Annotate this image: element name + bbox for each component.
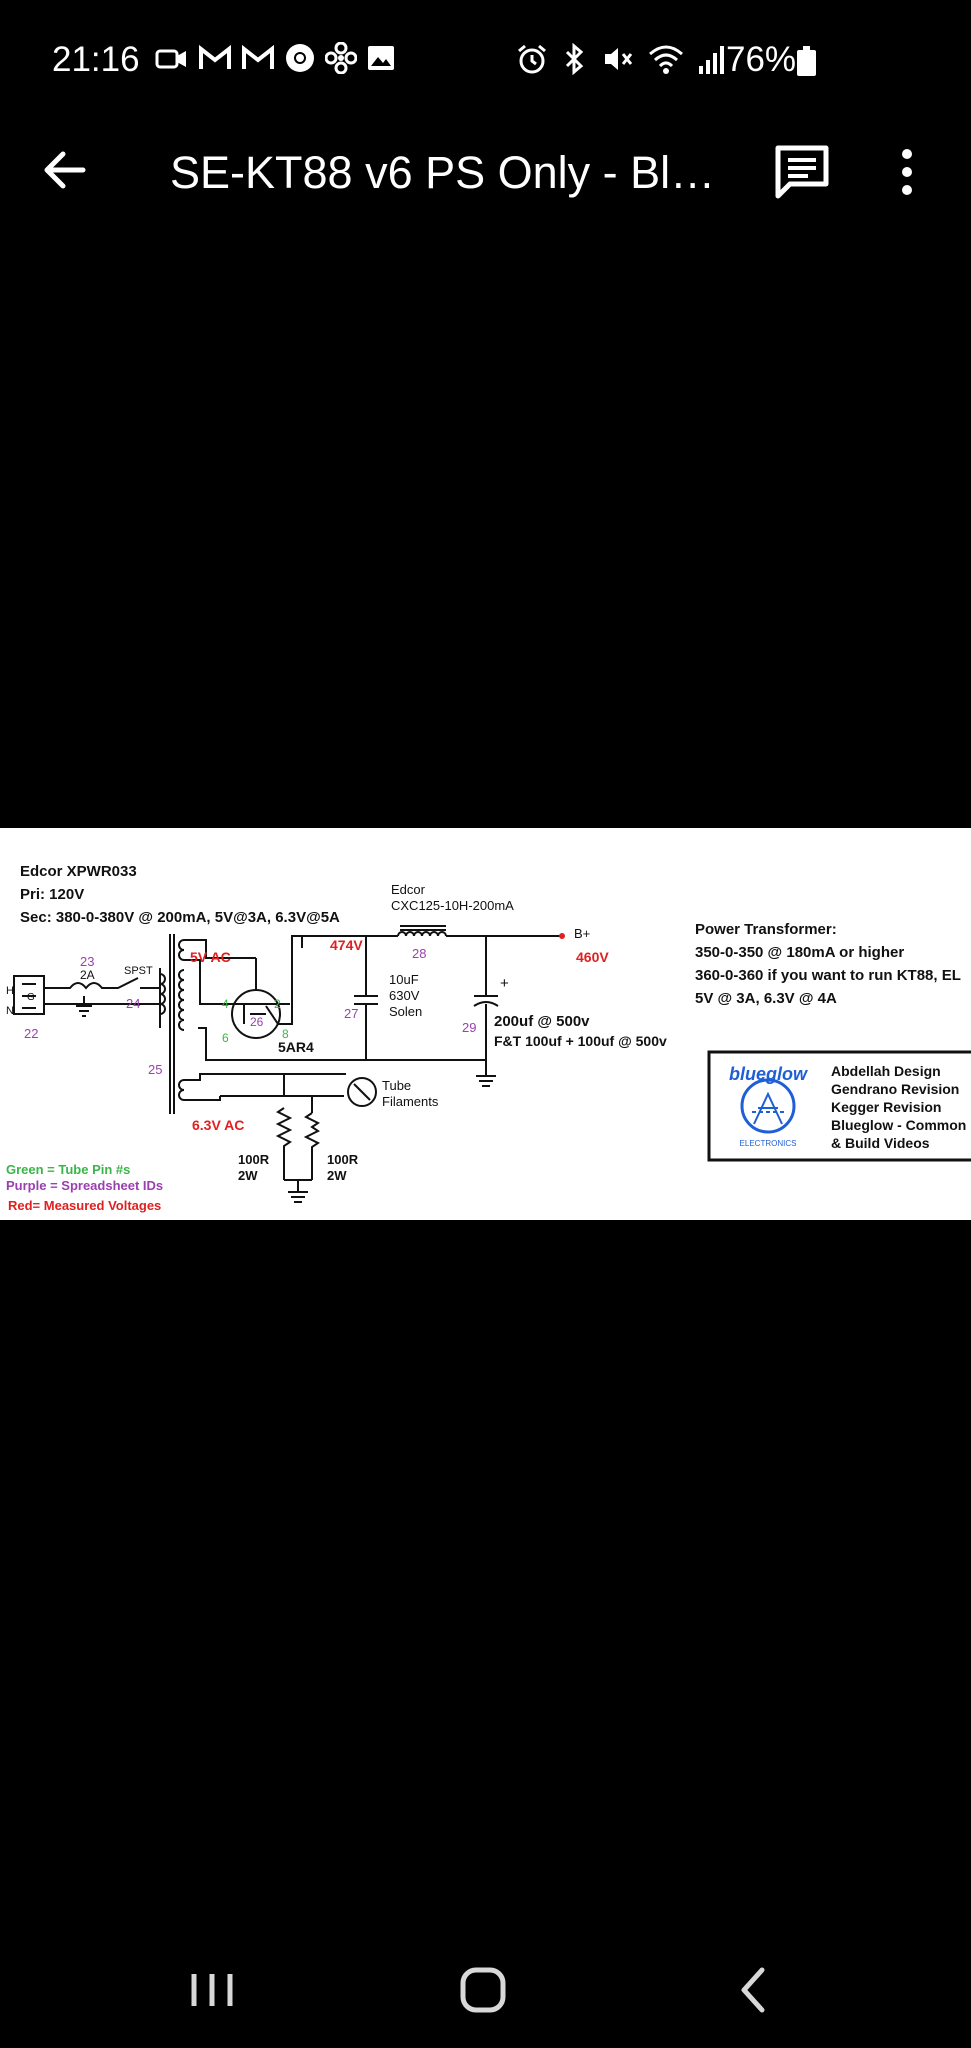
plug-id: 22 (24, 1026, 38, 1041)
legend-green: Green = Tube Pin #s (6, 1162, 130, 1177)
image-icon (368, 46, 394, 70)
app-bar: SE-KT88 v6 PS Only - Blu... (0, 120, 971, 220)
cap29-value: 200uf @ 500v (494, 1013, 590, 1030)
cap29-plus: + (500, 975, 509, 992)
more-vert-icon[interactable] (880, 140, 934, 204)
clock: 21:16 (52, 40, 140, 79)
credit-line2: Gendrano Revision (831, 1081, 959, 1097)
credit-line1: Abdellah Design (831, 1063, 941, 1079)
nav-bar (0, 1940, 971, 2048)
switch-label: SPST (124, 965, 153, 977)
pt-heading: Power Transformer: (695, 921, 837, 938)
comment-icon[interactable] (770, 140, 834, 204)
back-icon[interactable] (718, 1960, 788, 2020)
credit-line3: Kegger Revision (831, 1099, 941, 1115)
pt-line3: 5V @ 3A, 6.3V @ 4A (695, 990, 837, 1007)
plug-h-label: H (6, 985, 14, 997)
wires (13, 925, 564, 1203)
gmail-icon (199, 44, 231, 69)
fuse-value: 2A (80, 968, 95, 982)
choke-id: 28 (412, 946, 426, 961)
plug-n-label: N (6, 1005, 14, 1017)
signal-icon (699, 46, 724, 74)
arrow-left-icon[interactable] (35, 140, 95, 200)
wifi-icon (649, 45, 683, 74)
pt-line2: 360-0-360 if you want to run KT88, EL (695, 967, 961, 984)
tube-label: 5AR4 (278, 1039, 314, 1055)
schematic-image[interactable]: Edcor XPWR033 Pri: 120V Sec: 380-0-380V … (0, 828, 971, 1220)
r2-watts: 2W (327, 1168, 347, 1183)
credit-line5: & Build Videos (831, 1135, 930, 1151)
xfmr-id: 25 (148, 1062, 162, 1077)
fuse-id: 23 (80, 954, 94, 969)
tube-id: 26 (250, 1015, 264, 1029)
legend-red: Red= Measured Voltages (8, 1198, 161, 1213)
chrome-icon (286, 44, 314, 72)
gmail-icon (242, 44, 274, 69)
pin2-label: 2 (274, 997, 281, 1011)
pin4-label: 4 (222, 997, 229, 1011)
legend-purple: Purple = Spreadsheet IDs (6, 1178, 163, 1193)
xfmr-secondary: Sec: 380-0-380V @ 200mA, 5V@3A, 6.3V@5A (20, 909, 340, 926)
notification-icons (155, 42, 396, 74)
credits-box (707, 1050, 971, 1162)
v474-label: 474V (330, 937, 363, 953)
battery-icon (797, 46, 816, 76)
cap27-value: 10uF (389, 972, 419, 987)
battery-percent: 76% (726, 40, 797, 79)
bplus-label: B+ (574, 926, 590, 941)
system-icons (515, 42, 727, 76)
xfmr-title: Edcor XPWR033 (20, 863, 137, 880)
filaments-label-2: Filaments (382, 1094, 439, 1109)
schematic-drawing: Edcor XPWR033 Pri: 120V Sec: 380-0-380V … (6, 863, 971, 1213)
pin8-label: 8 (282, 1027, 289, 1041)
mute-icon (605, 48, 633, 70)
switch-id: 24 (126, 996, 140, 1011)
cap27-voltage: 630V (389, 988, 420, 1003)
video-call-icon (155, 49, 186, 69)
filaments-label-1: Tube (382, 1078, 411, 1093)
logo-wordmark: blueglow (729, 1064, 808, 1084)
choke-name: Edcor (391, 882, 426, 897)
v63ac-label: 6.3V AC (192, 1117, 244, 1133)
blueglow-logo-icon: blueglow ELECTRONICS (729, 1064, 808, 1148)
plug-g-label: G (27, 992, 35, 1003)
logo-subtext: ELECTRONICS (740, 1139, 797, 1148)
r2-value: 100R (327, 1152, 359, 1167)
choke-model: CXC125-10H-200mA (391, 898, 514, 913)
status-bar: 21:16 76% (0, 0, 971, 120)
page-title: SE-KT88 v6 PS Only - Blu... (170, 147, 730, 198)
cap29-id: 29 (462, 1020, 476, 1035)
cap29-detail: F&T 100uf + 100uf @ 500v (494, 1033, 667, 1049)
fan-icon (325, 42, 357, 74)
bluetooth-icon (565, 42, 584, 76)
cap27-brand: Solen (389, 1004, 422, 1019)
home-icon[interactable] (448, 1960, 518, 2020)
v460-label: 460V (576, 949, 609, 965)
recent-apps-icon[interactable] (177, 1960, 247, 2020)
pt-line1: 350-0-350 @ 180mA or higher (695, 944, 904, 961)
bplus-dot (559, 933, 565, 939)
cap27-id: 27 (344, 1006, 358, 1021)
v5ac-label: 5V AC (190, 949, 231, 965)
credit-line4: Blueglow - Common (831, 1117, 966, 1133)
r1-watts: 2W (238, 1168, 258, 1183)
r1-value: 100R (238, 1152, 270, 1167)
pin6-label: 6 (222, 1031, 229, 1045)
xfmr-primary: Pri: 120V (20, 886, 84, 903)
alarm-icon (518, 44, 546, 74)
